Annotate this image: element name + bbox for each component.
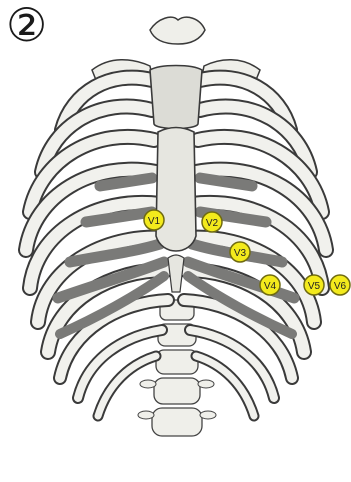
electrode-v6-label: V6 — [334, 281, 347, 292]
electrode-v2: V2 — [202, 212, 222, 232]
electrode-v3-label: V3 — [234, 248, 247, 259]
electrode-v4-label: V4 — [264, 281, 277, 292]
electrode-v1: V1 — [144, 210, 164, 230]
electrode-v5: V5 — [304, 275, 324, 295]
figure-number: ② — [6, 2, 47, 48]
electrode-v4: V4 — [260, 275, 280, 295]
spine — [138, 300, 216, 436]
electrode-v3: V3 — [230, 242, 250, 262]
electrode-v1-label: V1 — [148, 216, 161, 227]
sternum — [150, 66, 202, 293]
electrode-v6: V6 — [330, 275, 350, 295]
electrode-v5-label: V5 — [308, 281, 321, 292]
electrode-v2-label: V2 — [206, 218, 219, 229]
